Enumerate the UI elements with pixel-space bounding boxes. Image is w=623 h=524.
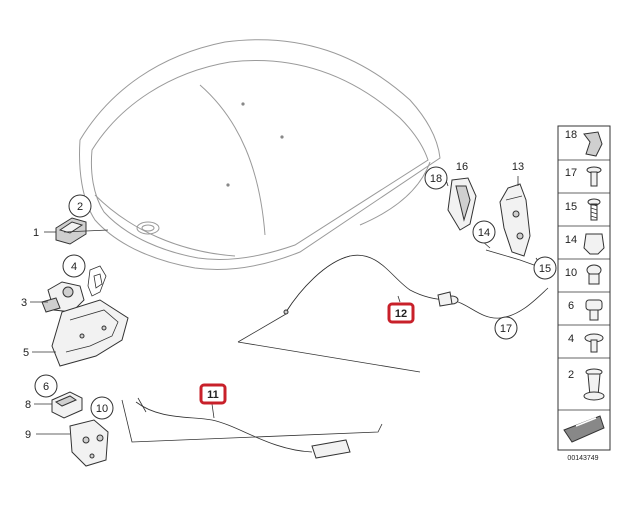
side-item-18[interactable]: 18 [565, 129, 603, 157]
svg-text:9: 9 [25, 429, 31, 441]
cable-12 [283, 254, 549, 319]
part-13-hinge-arm [499, 183, 531, 257]
svg-text:4: 4 [568, 333, 574, 345]
callout-16[interactable]: 16 [456, 161, 468, 173]
hood-panel [79, 39, 441, 270]
side-item-10[interactable]: 10 [565, 264, 602, 285]
svg-text:11: 11 [207, 389, 219, 401]
svg-text:18: 18 [430, 173, 442, 185]
side-item-17[interactable]: 17 [565, 166, 602, 187]
svg-text:13: 13 [512, 161, 524, 173]
svg-text:14: 14 [565, 234, 577, 246]
svg-text:17: 17 [565, 167, 577, 179]
callout-10[interactable]: 10 [90, 396, 114, 420]
part-5-bracket [51, 299, 129, 367]
part-4-spring [87, 265, 107, 297]
side-item-15[interactable]: 15 [565, 198, 601, 221]
callout-2[interactable]: 2 [68, 194, 92, 218]
svg-text:3: 3 [21, 297, 27, 309]
svg-text:6: 6 [568, 300, 574, 312]
svg-text:17: 17 [500, 323, 512, 335]
callout-8[interactable]: 8 [25, 399, 31, 411]
callout-4[interactable]: 4 [62, 254, 86, 278]
svg-text:18: 18 [565, 129, 577, 141]
svg-text:1: 1 [33, 227, 39, 239]
part-16-hinge [447, 177, 477, 231]
callout-1[interactable]: 1 [33, 227, 39, 239]
svg-text:2: 2 [568, 369, 574, 381]
part-1-buffer [55, 217, 87, 245]
callout-18[interactable]: 17 [494, 316, 518, 340]
callout-14[interactable]: 14 [472, 220, 496, 244]
svg-text:16: 16 [456, 161, 468, 173]
side-panel: 18 17 15 14 10 6 4 [557, 125, 611, 451]
svg-text:4: 4 [71, 261, 77, 273]
side-arrow-icon [563, 415, 605, 443]
callout-15[interactable]: 15 [533, 256, 557, 280]
callout-12-highlighted[interactable]: 12 [387, 302, 415, 324]
side-item-4[interactable]: 4 [568, 333, 604, 353]
svg-text:15: 15 [565, 201, 577, 213]
part-3-lock [41, 281, 85, 313]
svg-text:6: 6 [43, 381, 49, 393]
callout-3[interactable]: 3 [21, 297, 27, 309]
side-item-2[interactable]: 2 [568, 368, 605, 401]
part-9-lower-lock [69, 419, 109, 467]
callout-13[interactable]: 13 [512, 161, 524, 173]
side-item-14[interactable]: 14 [565, 233, 605, 255]
svg-text:15: 15 [539, 263, 551, 275]
svg-text:5: 5 [23, 347, 29, 359]
callout-5[interactable]: 5 [23, 347, 29, 359]
callout-6[interactable]: 6 [34, 374, 58, 398]
callout-9[interactable]: 9 [25, 429, 31, 441]
part-8-latch [51, 391, 83, 419]
svg-text:10: 10 [96, 403, 108, 415]
svg-text:14: 14 [478, 227, 490, 239]
callout-11-highlighted[interactable]: 11 [199, 383, 227, 405]
svg-text:8: 8 [25, 399, 31, 411]
side-item-6[interactable]: 6 [568, 299, 603, 321]
svg-text:2: 2 [77, 201, 83, 213]
svg-text:12: 12 [395, 308, 407, 320]
callout-17[interactable]: 18 [424, 166, 448, 190]
cable-11 [135, 397, 351, 459]
svg-text:10: 10 [565, 267, 577, 279]
diagram-id: 00143749 [567, 455, 598, 462]
